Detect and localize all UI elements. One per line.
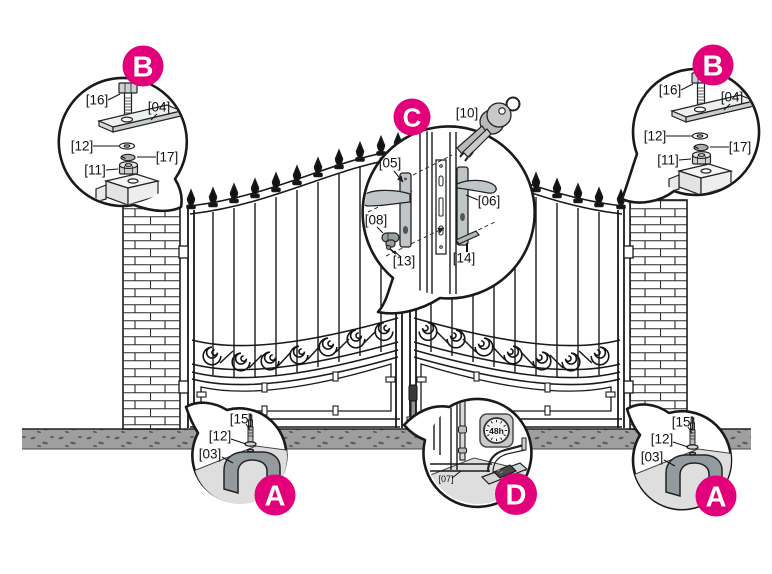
badge-a-left-letter: A (265, 481, 286, 513)
badge-c-letter: C (403, 103, 422, 133)
callout-c: [10] [05] [08] [13] [06] [14] C (361, 96, 536, 315)
fixing-screw (386, 245, 397, 255)
callout-b-right: [16] [04] [12] [17] [11] B (620, 44, 761, 204)
part-label-04: [04] (721, 90, 744, 105)
badge-c (393, 98, 431, 136)
part-label-05: [05] (379, 156, 402, 171)
callout-a-left: [15] [12] [03] A (184, 401, 296, 516)
badge-d-letter: D (506, 480, 527, 512)
callout-c-bubble (361, 125, 536, 315)
part-label-16: [16] (659, 83, 682, 98)
callout-a-right: [15] [12] [03] A (625, 403, 737, 517)
badge-b-right (692, 44, 734, 86)
badge-a-right-letter: A (706, 482, 727, 514)
lock-hardware-illustration (364, 130, 498, 296)
lever-handle-left (364, 189, 411, 207)
handle-plate-left (399, 172, 412, 248)
part-label-08: [08] (365, 213, 388, 228)
gate-hinges (178, 245, 634, 394)
callout-c-labels: [10] [05] [08] [13] [06] [14] (365, 106, 501, 269)
part-label-17: [17] (729, 140, 752, 155)
lever-handle-right (456, 179, 497, 194)
part-label-03: [03] (199, 447, 222, 462)
right-brick-pillar (629, 199, 688, 430)
part-label-03: [03] (641, 450, 664, 465)
callout-b-right-labels: [16] [04] [12] [17] [11] (644, 83, 752, 168)
part-label-12: [12] (71, 139, 94, 154)
keys-illustration (456, 96, 521, 162)
badge-a-right (695, 475, 737, 517)
part-label-15: [15] (230, 412, 253, 427)
part-label-17: [17] (156, 150, 179, 165)
part-label-13: [13] (393, 254, 416, 269)
callout-b-left-labels: [16] [04] [12] [17] [11] (71, 93, 179, 178)
clock-48h-label: 48h (489, 426, 504, 436)
part-label-12: [12] (651, 432, 674, 447)
clock-48h-icon: 48h (479, 413, 514, 448)
part-label-11: [11] (657, 153, 679, 168)
part-label-07: [07] (438, 474, 453, 484)
part-label-04: [04] (148, 100, 171, 115)
part-label-15: [15] (672, 415, 695, 430)
callout-b-left: [16] [04] [12] [17] [11] B (57, 45, 189, 213)
part-label-12: [12] (209, 429, 232, 444)
part-label-12: [12] (644, 129, 667, 144)
badge-b-left-letter: B (133, 52, 154, 84)
part-label-14: [14] (453, 251, 476, 266)
badge-d (495, 473, 537, 515)
part-label-16: [16] (86, 93, 109, 108)
badge-b-left (122, 45, 164, 87)
callout-a-right-labels: [15] [12] [03] (641, 415, 695, 467)
spindle-pin (455, 230, 480, 245)
gate-stop-part (493, 464, 517, 479)
callout-d: 48h [07] D (402, 397, 537, 515)
handle-plate-right (456, 166, 469, 246)
badge-a-left (254, 474, 296, 516)
part-label-10: [10] (456, 106, 479, 121)
left-brick-pillar (122, 202, 181, 430)
part-label-11: [11] (84, 163, 106, 178)
callout-d-labels: [07] (438, 470, 462, 484)
callout-a-left-labels: [15] [12] [03] (199, 412, 253, 464)
part-label-06: [06] (478, 194, 501, 209)
badge-b-right-letter: B (703, 51, 724, 83)
